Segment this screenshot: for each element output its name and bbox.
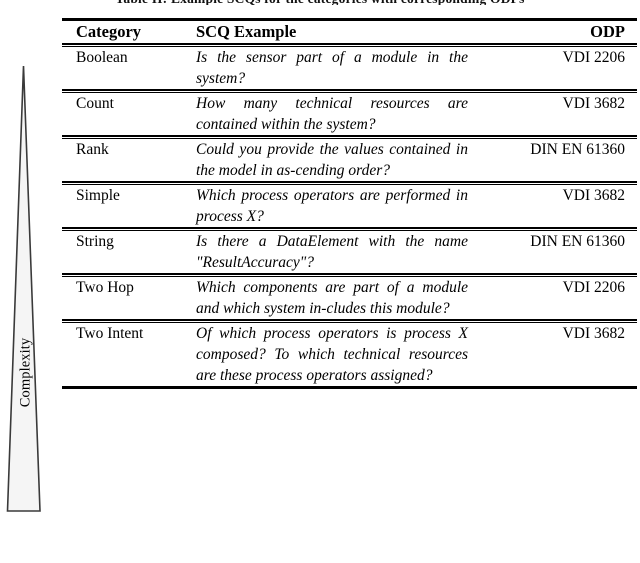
- cell-category: Rank: [76, 141, 109, 158]
- cell-odp: VDI 2206: [562, 49, 625, 66]
- table-row: Two Hop Which components are part of a m…: [62, 277, 637, 319]
- cell-scq: Could you provide the values contained i…: [196, 141, 468, 179]
- table-row: Rank Could you provide the values contai…: [62, 139, 637, 181]
- table-rule-row: [62, 227, 637, 231]
- cell-odp: DIN EN 61360: [530, 141, 625, 158]
- table-header-row: Category SCQ Example ODP: [62, 21, 637, 43]
- cell-scq: How many technical resources are contain…: [196, 95, 468, 133]
- table-row: String Is there a DataElement with the n…: [62, 231, 637, 273]
- cell-scq: Which process operators are performed in…: [196, 187, 468, 225]
- cell-scq: Is the sensor part of a module in the sy…: [196, 49, 468, 87]
- table-rule-header: [62, 43, 637, 47]
- cell-category: String: [76, 233, 114, 250]
- cell-category: Two Hop: [76, 279, 134, 296]
- column-header-scq-example: SCQ Example: [196, 22, 297, 41]
- cell-odp: VDI 3682: [562, 325, 625, 342]
- scq-examples-table: Category SCQ Example ODP Boolean Is the …: [62, 18, 637, 389]
- table-row: Count How many technical resources are c…: [62, 93, 637, 135]
- table-row: Boolean Is the sensor part of a module i…: [62, 47, 637, 89]
- cell-odp: VDI 3682: [562, 187, 625, 204]
- table-caption-fragment: Table II: Example SCQs for the categorie…: [0, 0, 640, 5]
- triangle-icon: [6, 65, 41, 512]
- cell-odp: VDI 3682: [562, 95, 625, 112]
- cell-category: Two Intent: [76, 325, 144, 342]
- table-rule-row: [62, 181, 637, 185]
- column-header-category: Category: [76, 22, 142, 41]
- cell-scq: Is there a DataElement with the name "Re…: [196, 233, 468, 271]
- cell-scq: Of which process operators is process X …: [196, 325, 468, 384]
- table-row: Simple Which process operators are perfo…: [62, 185, 637, 227]
- table-rule-row: [62, 319, 637, 323]
- table-rule-row: [62, 89, 637, 93]
- cell-category: Simple: [76, 187, 120, 204]
- table-row: Two Intent Of which process operators is…: [62, 323, 637, 386]
- column-header-odp: ODP: [590, 22, 625, 41]
- complexity-axis-wedge: Complexity: [4, 64, 44, 514]
- cell-odp: VDI 2206: [562, 279, 625, 296]
- cell-category: Boolean: [76, 49, 128, 66]
- complexity-axis-label: Complexity: [17, 337, 34, 408]
- cell-category: Count: [76, 95, 114, 112]
- table-rule-row: [62, 273, 637, 277]
- cell-odp: DIN EN 61360: [530, 233, 625, 250]
- table-rule-row: [62, 135, 637, 139]
- table-rule-bottom: [62, 386, 637, 389]
- cell-scq: Which components are part of a module an…: [196, 279, 468, 317]
- table-rule-top: [62, 18, 637, 21]
